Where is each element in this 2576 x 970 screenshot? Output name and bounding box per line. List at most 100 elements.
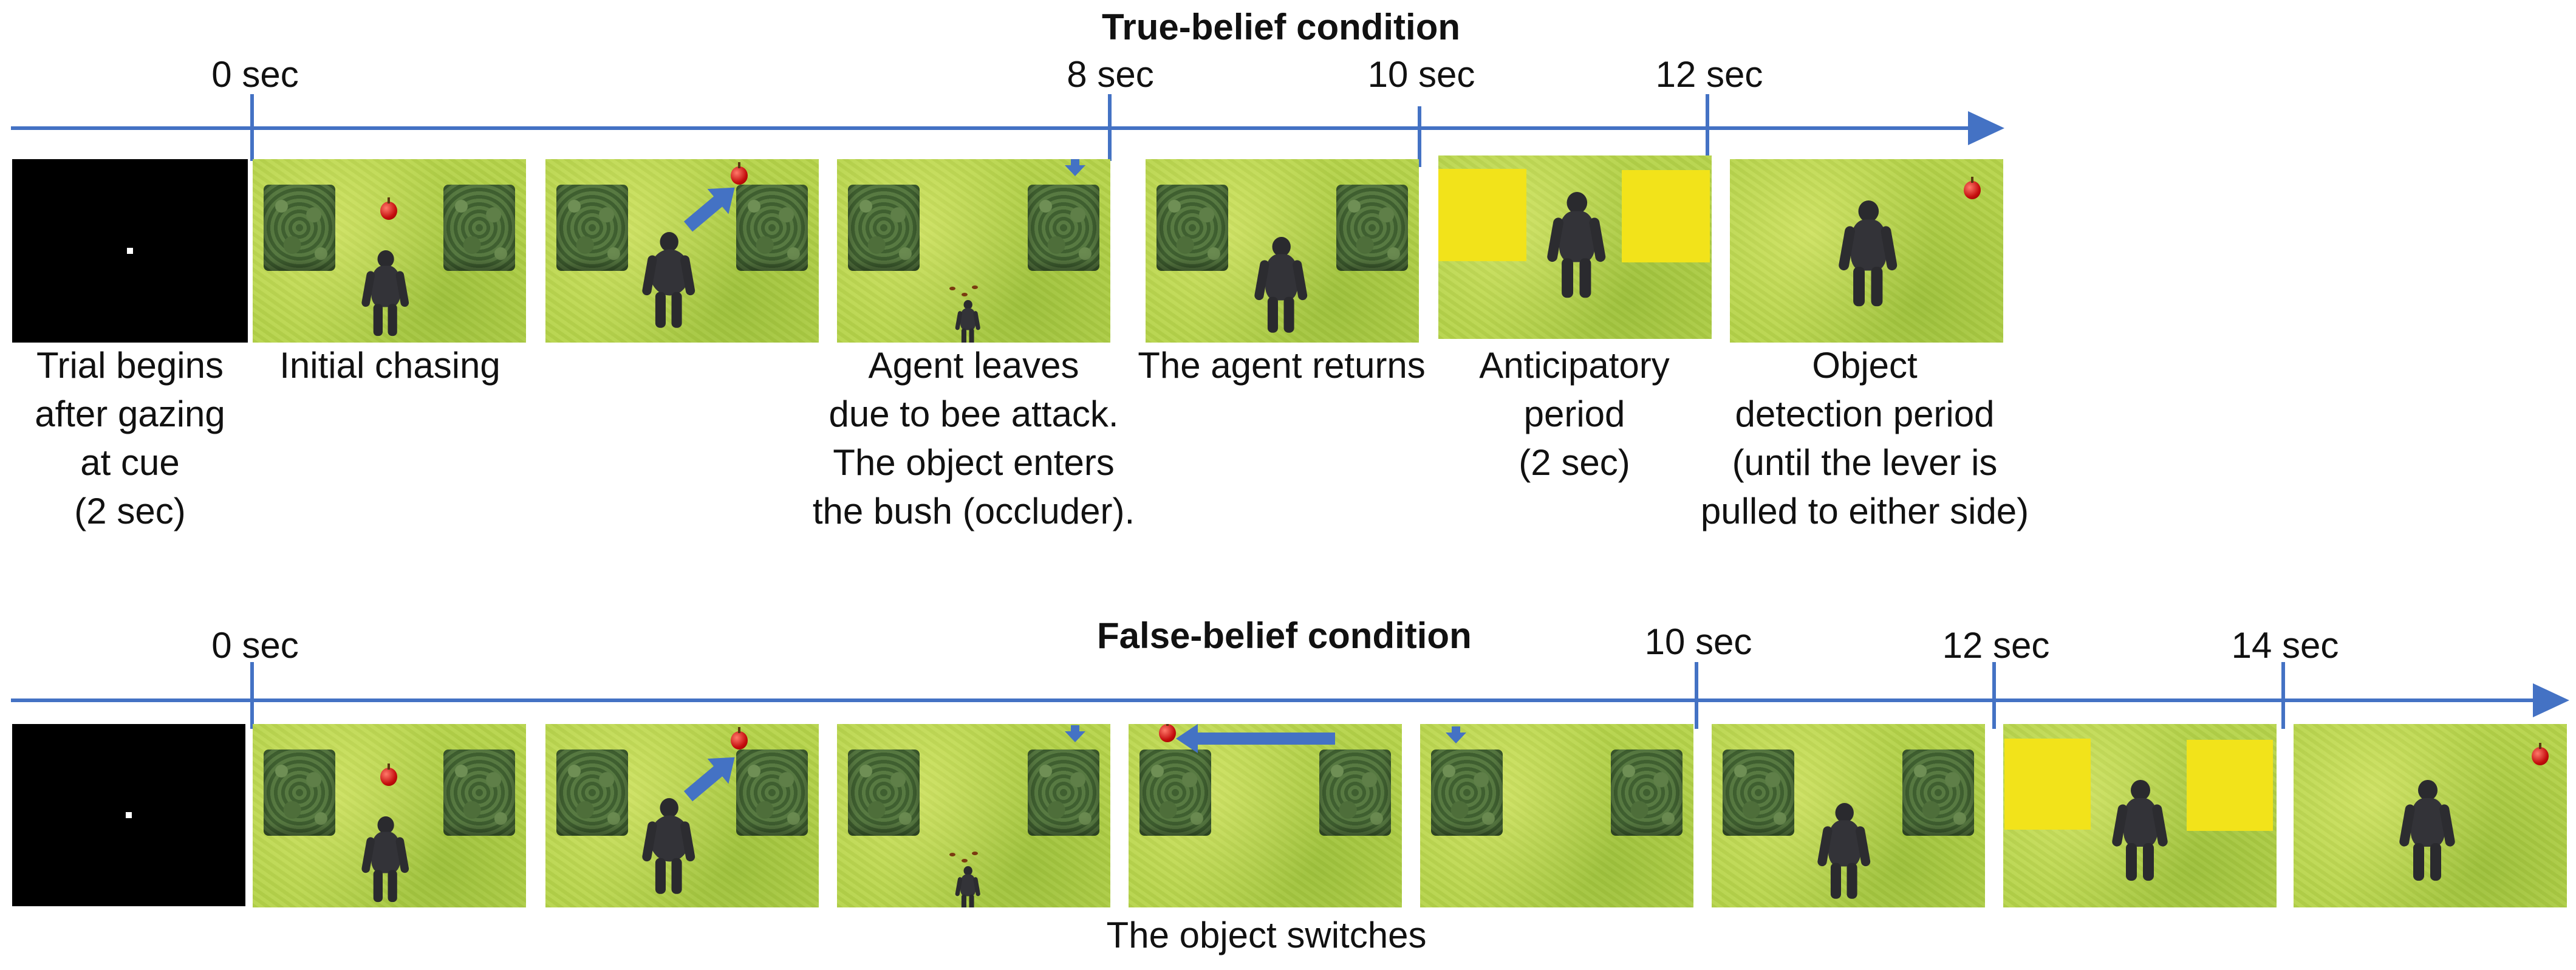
fb-tick-label-0: 0 sec xyxy=(211,625,299,666)
tb-caption-leaves: Agent leaves due to bee attack. The obje… xyxy=(812,345,1135,531)
right-bush xyxy=(443,750,515,836)
left-bush xyxy=(848,185,920,271)
left-bush xyxy=(264,750,335,836)
chimp-agent xyxy=(361,250,410,338)
tb-frame-chasing-2 xyxy=(545,159,819,343)
false-belief-timeline xyxy=(11,698,2537,702)
tb-tick-label-10: 10 sec xyxy=(1367,54,1475,95)
tb-frame-initial-chasing xyxy=(253,159,526,343)
right-bush xyxy=(1028,185,1099,271)
left-bush xyxy=(848,750,920,836)
tb-caption-returns: The agent returns xyxy=(1138,345,1426,386)
tb-frame-detection xyxy=(1730,159,2003,343)
right-occluder-box xyxy=(2187,740,2273,831)
chimp-agent xyxy=(1254,237,1308,335)
right-bush xyxy=(1902,750,1974,836)
fb-frame-initial-chasing xyxy=(253,724,526,907)
tb-tick-label-12: 12 sec xyxy=(1655,54,1763,95)
enter-arrow-icon xyxy=(1065,159,1085,176)
right-bush xyxy=(1611,750,1683,836)
right-bush xyxy=(1319,750,1391,836)
fb-frame-cue xyxy=(12,724,245,906)
fb-tick-14 xyxy=(2281,662,2285,729)
right-bush xyxy=(736,750,808,836)
bee-icon xyxy=(962,293,968,296)
tb-frame-agent-leaves xyxy=(837,159,1110,343)
chimp-agent xyxy=(955,300,981,343)
apple-object xyxy=(731,727,748,750)
tb-tick-label-0: 0 sec xyxy=(211,54,299,95)
bee-icon xyxy=(962,859,968,862)
left-bush xyxy=(1156,185,1228,271)
bee-icon xyxy=(949,287,955,290)
fb-frame-chasing-2 xyxy=(545,724,819,907)
chimp-agent xyxy=(641,232,696,330)
fixation-cue xyxy=(126,812,132,818)
fb-frame-detection xyxy=(2294,724,2567,907)
apple-object xyxy=(1964,177,1981,199)
tb-caption-anticipatory: Anticipatory period (2 sec) xyxy=(1479,345,1670,483)
apple-object xyxy=(380,197,397,220)
fb-frame-agent-leaves xyxy=(837,724,1110,907)
tb-tick-12 xyxy=(1706,94,1709,161)
chimp-agent xyxy=(641,798,696,897)
right-bush xyxy=(1336,185,1408,271)
left-bush xyxy=(264,185,335,271)
true-belief-timeline xyxy=(11,126,1979,130)
tb-frame-cue xyxy=(12,159,248,343)
chimp-agent xyxy=(1546,192,1607,301)
enter-arrow-icon xyxy=(1065,725,1085,742)
left-occluder-box xyxy=(2004,739,2091,830)
true-belief-timeline-arrowhead xyxy=(1968,111,2004,145)
enter-arrow-icon xyxy=(1446,726,1466,743)
false-belief-timeline-arrowhead xyxy=(2533,683,2569,717)
false-belief-title: False-belief condition xyxy=(1097,615,1472,656)
left-bush xyxy=(1139,750,1211,836)
chimp-agent xyxy=(361,816,410,904)
chimp-agent xyxy=(1837,200,1898,309)
fb-tick-12 xyxy=(1992,662,1996,729)
chimp-agent xyxy=(955,866,981,907)
apple-object xyxy=(2532,743,2549,765)
tb-tick-0 xyxy=(250,94,254,161)
chase-arrow-icon xyxy=(683,194,725,232)
tb-caption-detection: Object detection period (until the lever… xyxy=(1700,345,2029,531)
left-bush xyxy=(556,185,628,271)
chimp-agent xyxy=(2111,780,2168,883)
right-bush xyxy=(736,185,808,271)
tb-frame-agent-returns xyxy=(1146,159,1419,343)
bee-icon xyxy=(949,853,955,856)
tb-tick-10 xyxy=(1418,106,1421,167)
tb-caption-cue: Trial begins after gazing at cue (2 sec) xyxy=(35,345,225,531)
chase-arrow-icon xyxy=(683,763,725,802)
right-occluder-box xyxy=(1622,170,1710,262)
right-bush xyxy=(1028,750,1099,836)
tb-tick-label-8: 8 sec xyxy=(1067,54,1154,95)
right-bush xyxy=(443,185,515,271)
fb-tick-0 xyxy=(250,662,254,729)
fb-tick-10 xyxy=(1695,662,1698,729)
fb-frame-anticipatory xyxy=(2003,724,2277,907)
fb-tick-label-12: 12 sec xyxy=(1942,625,2050,666)
left-occluder-box xyxy=(1438,169,1526,261)
tb-frame-anticipatory xyxy=(1438,155,1712,339)
apple-object xyxy=(380,763,397,786)
tb-tick-8 xyxy=(1108,94,1112,161)
true-belief-title: True-belief condition xyxy=(1102,7,1461,47)
fb-caption-switches: The object switches xyxy=(1106,915,1427,955)
apple-object xyxy=(1159,724,1176,742)
apple-object xyxy=(731,162,748,185)
switch-arrow-icon xyxy=(1176,724,1335,753)
left-bush xyxy=(1431,750,1503,836)
fb-frame-object-switches xyxy=(1129,724,1402,907)
chimp-agent xyxy=(1817,803,1871,901)
bee-icon xyxy=(972,852,978,855)
left-bush xyxy=(556,750,628,836)
chimp-agent xyxy=(2399,780,2456,883)
fb-tick-label-10: 10 sec xyxy=(1644,621,1752,662)
tb-caption-chasing: Initial chasing xyxy=(279,345,501,386)
fixation-cue xyxy=(127,248,133,254)
bee-icon xyxy=(972,285,978,289)
fb-frame-agent-returns xyxy=(1712,724,1985,907)
left-bush xyxy=(1723,750,1794,836)
